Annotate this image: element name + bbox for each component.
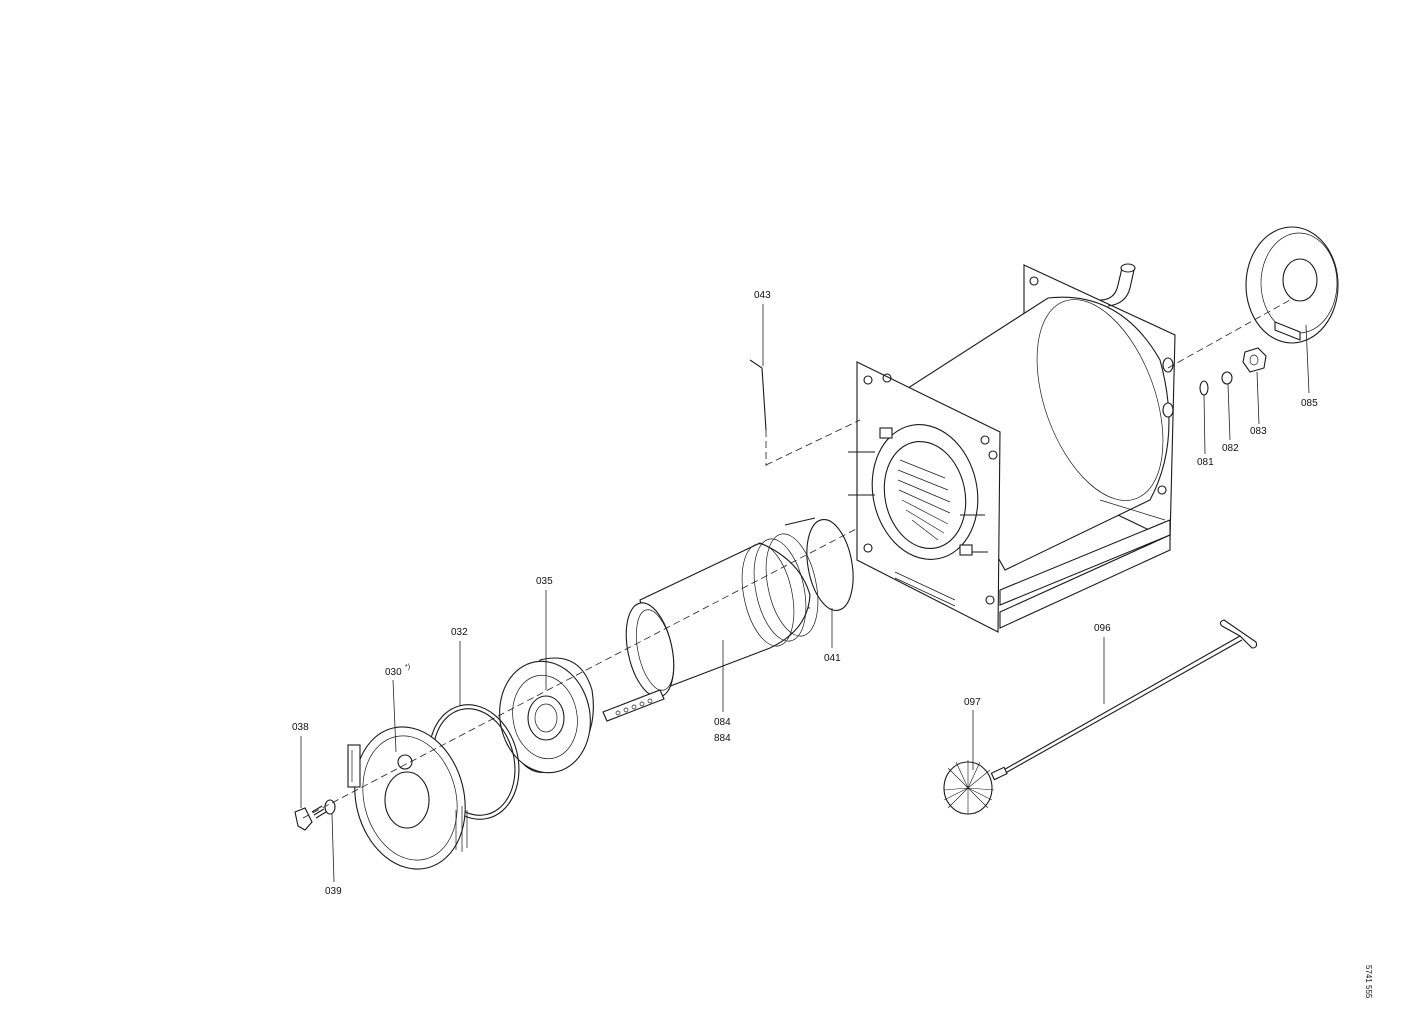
part-096-cleaning-rod [999,619,1258,777]
part-label: 039 [325,886,342,897]
assembly-axis [302,527,859,819]
part-label: 035 [536,576,553,587]
part-label: 082 [1222,443,1239,454]
footnote-marker: *) [405,664,410,671]
part-label: 085 [1301,398,1318,409]
part-label: 884 [714,733,731,744]
part-label: 032 [451,627,468,638]
part-label: 097 [964,697,981,708]
drawing-code: 5741 555 [1364,965,1373,999]
part-043-sensor [749,359,767,466]
part-label: 084 [714,717,731,728]
part-030-door [347,726,468,870]
part-label: 030 [385,667,402,678]
part-label: 038 [292,722,309,733]
sensor-axis [765,419,861,466]
part-082-washer [1221,371,1233,385]
part-label: 096 [1094,623,1111,634]
heat-exchanger-body [848,263,1176,633]
part-083-nut [1242,347,1267,373]
part-label: 043 [754,290,771,301]
part-label: 081 [1197,457,1214,468]
part-label: 041 [824,653,841,664]
leader-lines [300,304,1310,883]
part-038-screw [294,805,327,831]
part-label: 083 [1250,426,1267,437]
part-084-cylinder [602,533,819,722]
part-039-ring [324,799,336,815]
part-097-brush [943,760,1008,815]
part-081-ring [1199,380,1209,396]
rear-axis [1167,299,1291,369]
part-035-insulation [499,657,594,774]
part-085-cover [1245,226,1339,344]
